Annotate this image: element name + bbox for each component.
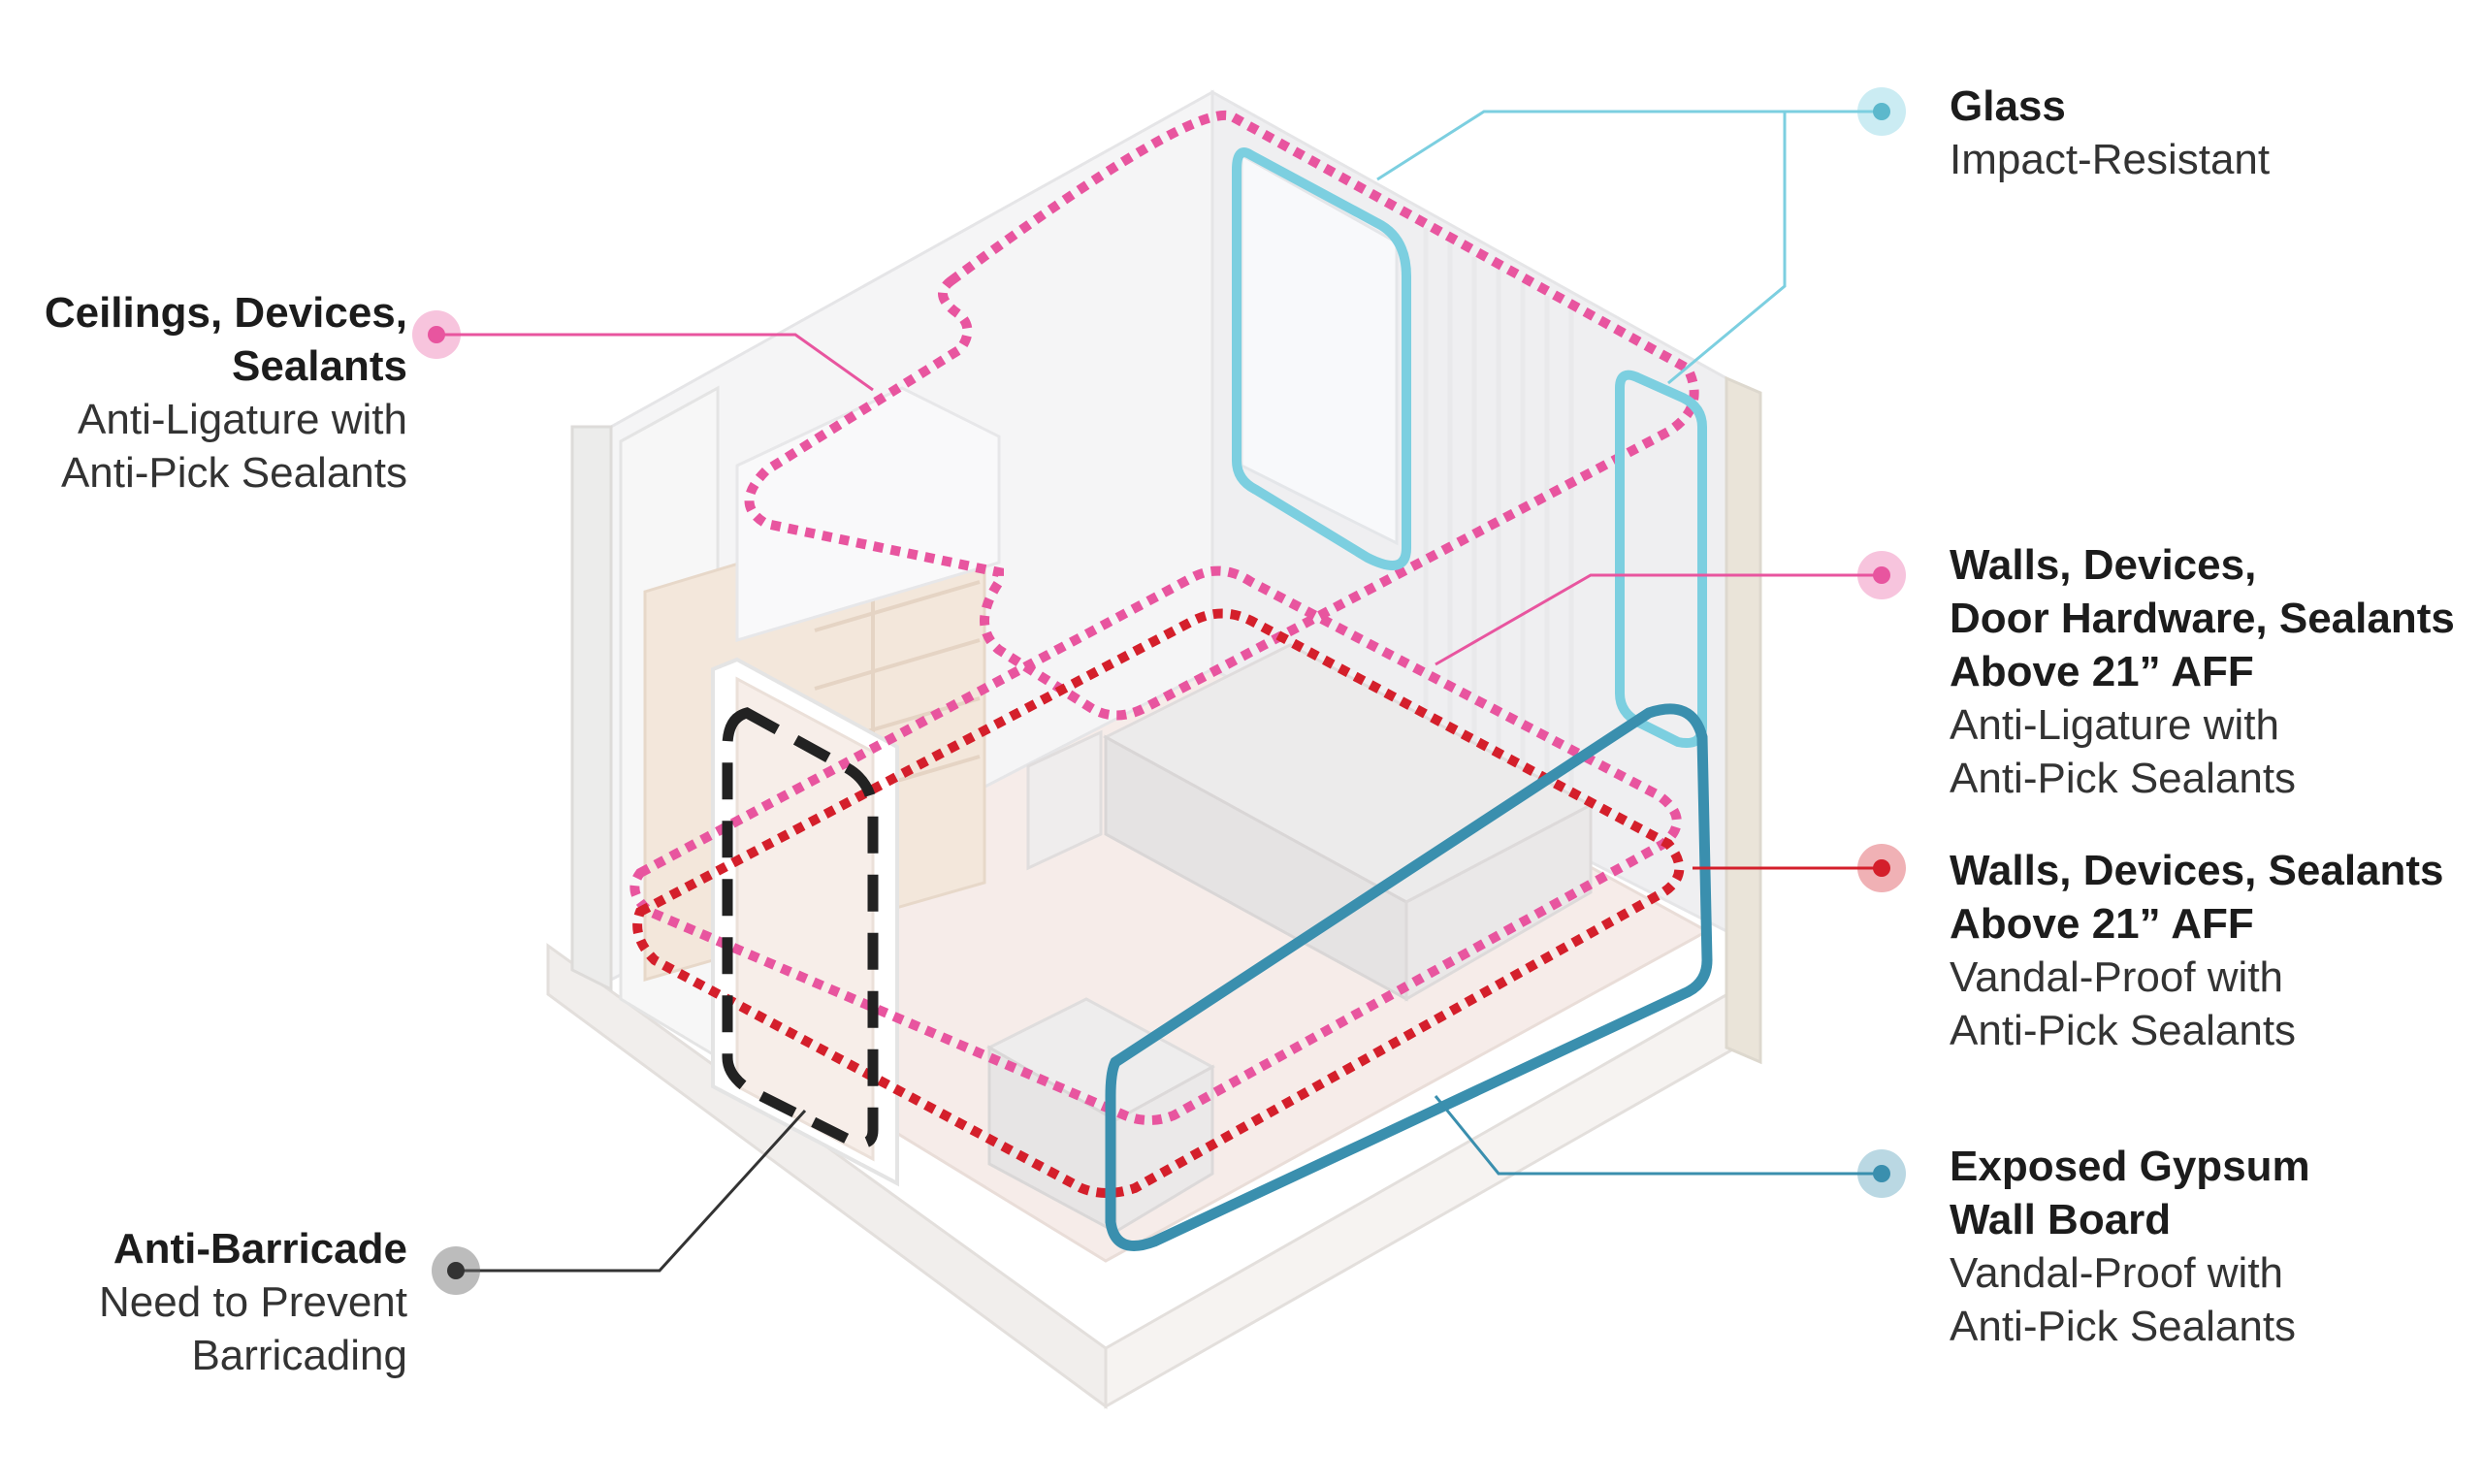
pink-dot-icon (1873, 566, 1890, 584)
curtain (1423, 228, 1574, 878)
door-barricade-outline (722, 707, 879, 1148)
gypsum-wall-outline (1105, 703, 1713, 1251)
bed-end (1404, 802, 1593, 1002)
walls-door-hardware-callout: Walls, Devices, Door Hardware, Sealants … (1950, 538, 2483, 805)
walls-vandal-callout: Walls, Devices, Sealants Above 21” AFF V… (1950, 844, 2483, 1057)
anti-barricade-marker (432, 1246, 480, 1295)
glass-title: Glass (1950, 82, 2066, 130)
ceiling-soffit (735, 386, 1001, 643)
anti-barricade-title: Anti-Barricade (113, 1225, 407, 1273)
glass-window-outline (1232, 147, 1411, 570)
walls-door-hardware-subtitle: Anti-Ligature with Anti-Pick Sealants (1950, 701, 2297, 802)
right-wall-edge (1725, 375, 1762, 1065)
glass-subtitle: Impact-Resistant (1950, 136, 2271, 183)
walls-door-hardware-marker (1857, 551, 1906, 599)
ceilings-leader (436, 333, 874, 392)
walls-door-hardware-leader (1435, 573, 1882, 666)
gray-dot-icon (447, 1262, 465, 1279)
walls-vandal-title: Walls, Devices, Sealants Above 21” AFF (1950, 847, 2444, 948)
gypsum-title: Exposed Gypsum Wall Board (1950, 1143, 2310, 1243)
anti-barricade-subtitle: Need to Prevent Barricading (99, 1278, 407, 1379)
gypsum-marker (1857, 1149, 1906, 1198)
walls-vandal-marker (1857, 844, 1906, 892)
glass-leader (1376, 110, 1882, 181)
gypsum-subtitle: Vandal-Proof with Anti-Pick Sealants (1950, 1249, 2297, 1350)
left-wall-edge (570, 425, 613, 992)
glass-leader-branch (1667, 112, 1787, 385)
gypsum-leader (1434, 1095, 1882, 1176)
anti-barricade-leader (456, 1109, 807, 1273)
ceilings-title: Ceilings, Devices, Sealants (44, 289, 407, 390)
room-illustration (546, 89, 1762, 1409)
leader-lines (436, 110, 1882, 1273)
walls-door-hardware-title: Walls, Devices, Door Hardware, Sealants … (1950, 541, 2455, 695)
red-dot-icon (1873, 859, 1890, 877)
gypsum-callout: Exposed Gypsum Wall Board Vandal-Proof w… (1950, 1140, 2483, 1353)
anti-barricade-callout: Anti-Barricade Need to Prevent Barricadi… (0, 1222, 407, 1382)
dark-blue-dot-icon (1873, 1165, 1890, 1182)
ceilings-callout: Ceilings, Devices, Sealants Anti-Ligatur… (0, 286, 407, 500)
glass-callout: Glass Impact-Resistant (1950, 80, 2483, 186)
walls-vandal-subtitle: Vandal-Proof with Anti-Pick Sealants (1950, 953, 2297, 1054)
glass-side-window-outline (1615, 370, 1707, 748)
glass-marker (1857, 87, 1906, 136)
nightstand (1026, 729, 1103, 871)
ceiling-outline (744, 110, 1699, 721)
pink-dot-icon (428, 326, 445, 343)
ceilings-subtitle: Anti-Ligature with Anti-Pick Sealants (60, 396, 407, 497)
ceilings-marker (412, 310, 461, 359)
light-blue-dot-icon (1873, 103, 1890, 120)
